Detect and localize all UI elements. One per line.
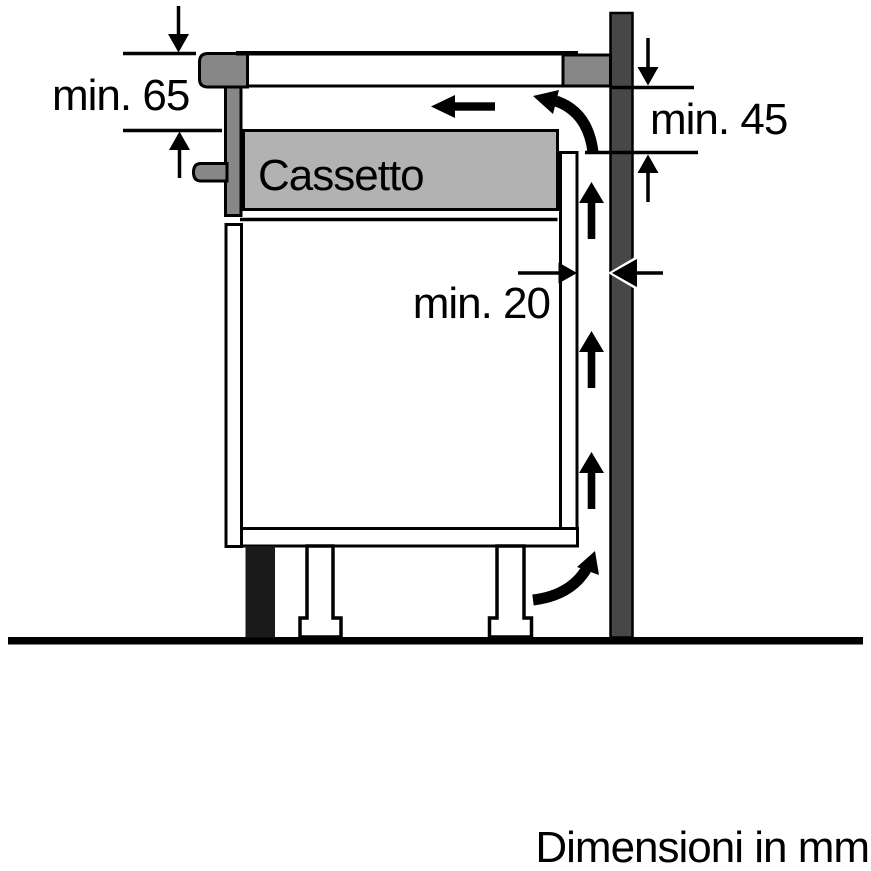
airflow-up-arrow-icon [579,182,604,239]
airflow-top [431,90,599,153]
cabinet [224,151,579,639]
cabinet-leg-left [298,544,343,639]
dim-label-min65: min. 65 [52,71,189,120]
arrow-up-icon [637,154,659,173]
drawer-label: Cassetto [258,151,424,200]
mounting-bracket [191,162,229,183]
dimension-min20: min. 20 [413,254,663,328]
hob-right-end-cap [561,53,612,88]
arrow-right-icon [558,262,577,284]
cabinet-right-panel [559,151,579,530]
wall [609,11,634,639]
caption-units: Dimensioni in mm [535,823,869,871]
airflow-curve-top-icon [533,90,599,153]
cabinet-bottom-panel [240,527,579,548]
hob-left-end-cap [198,52,249,89]
dimension-min65: min. 65 [52,6,222,178]
arrow-down-icon [168,34,189,53]
airflow-gap-arrows [579,182,604,509]
hob-glass-top [236,51,578,56]
hob-side-trim [224,85,243,217]
airflow-left-arrow-icon [431,95,495,118]
hob [191,51,612,217]
dimension-min45: min. 45 [585,38,788,202]
hob-body [246,52,565,88]
airflow-curve-bottom-icon [532,551,599,606]
dim-label-min45: min. 45 [650,95,787,144]
arrow-down-icon [637,67,659,86]
drawer-box [242,129,559,211]
cabinet-left-panel [224,223,243,548]
drawer: Cassetto [242,129,559,211]
arrow-left-icon [612,259,637,287]
arrow-up-icon [169,131,190,150]
dim-label-min20: min. 20 [413,279,550,328]
airflow-up-arrow-icon [579,452,604,509]
airflow-up-arrow-icon [579,331,604,388]
plinth [245,546,275,638]
cabinet-leg-right [487,544,534,639]
